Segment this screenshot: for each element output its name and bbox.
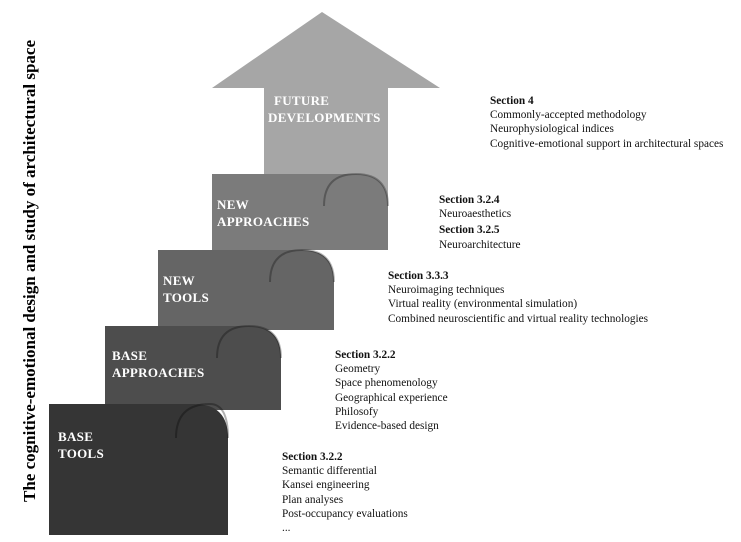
- section-heading: Section 3.2.5: [439, 224, 500, 237]
- section-item: Plan analyses: [282, 493, 344, 506]
- step-base-tools: [49, 402, 229, 535]
- section-item: Geographical experience: [335, 391, 448, 404]
- section-item: Neurophysiological indices: [490, 123, 614, 136]
- section-item: Philosofy: [335, 405, 379, 418]
- diagram-title: The cognitive-emotional design and study…: [20, 40, 39, 502]
- section-item: Post-occupancy evaluations: [282, 507, 408, 520]
- section-item: Combined neuroscientific and virtual rea…: [388, 312, 649, 325]
- section-heading: Section 4: [490, 95, 534, 107]
- step-new-tools: [158, 248, 335, 330]
- step-label-new-approaches: NEW APPROACHES: [217, 197, 310, 229]
- section-item: Space phenomenology: [335, 377, 438, 390]
- section-block-base-tools: Section 3.2.2 Semantic differential Kans…: [282, 450, 408, 535]
- section-item: Evidence-based design: [335, 420, 439, 433]
- section-item: Neuroarchitecture: [439, 238, 521, 251]
- section-item: Commonly-accepted methodology: [490, 109, 647, 122]
- section-item: Geometry: [335, 363, 381, 376]
- section-item: Neuroimaging techniques: [388, 284, 505, 297]
- section-item: Virtual reality (environmental simulatio…: [388, 298, 578, 311]
- section-heading: Section 3.2.2: [282, 451, 343, 463]
- section-block-new-tools: Section 3.3.3 Neuroimaging techniques Vi…: [388, 269, 648, 326]
- section-heading: Section 3.3.3: [388, 270, 449, 282]
- step-new-approaches: [212, 172, 389, 250]
- section-block-new-approaches: Section 3.2.4 Neuroaesthetics Section 3.…: [439, 193, 521, 252]
- section-item: ...: [282, 522, 291, 535]
- section-heading: Section 3.2.2: [335, 349, 396, 361]
- section-item: Neuroaesthetics: [439, 208, 512, 221]
- section-block-base-approaches: Section 3.2.2 Geometry Space phenomenolo…: [335, 348, 448, 433]
- step-label-new-tools: NEW TOOLS: [163, 273, 210, 305]
- section-heading: Section 3.2.4: [439, 194, 500, 206]
- section-item: Semantic differential: [282, 465, 377, 478]
- section-item: Kansei engineering: [282, 479, 370, 492]
- arrow-future-developments: [212, 12, 440, 222]
- section-block-future-developments: Section 4 Commonly-accepted methodology …: [490, 94, 723, 151]
- step-label-future-developments: FUTURE DEVELOPMENTS: [268, 93, 381, 125]
- step-label-base-tools: BASE TOOLS: [58, 429, 105, 461]
- section-item: Cognitive-emotional support in architect…: [490, 137, 724, 150]
- step-label-base-approaches: BASE APPROACHES: [112, 348, 205, 380]
- step-base-approaches: [105, 324, 282, 410]
